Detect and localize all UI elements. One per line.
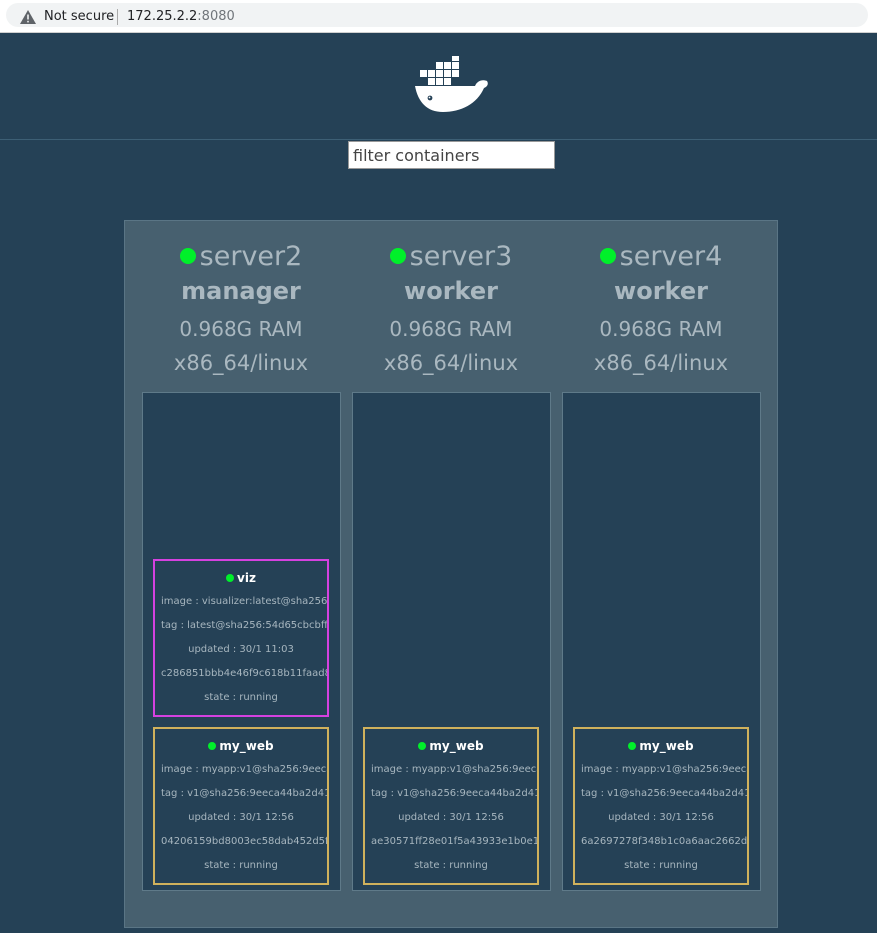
url-text[interactable]: 172.25.2.2:8080 <box>127 9 235 24</box>
task-state: state : running <box>414 860 488 871</box>
task-state: state : running <box>204 860 278 871</box>
task-card-my-web[interactable]: my_web image : myapp:v1@sha256:9eeca44ba… <box>153 727 329 885</box>
node-os: x86_64/linux <box>173 351 309 375</box>
task-card-my-web[interactable]: my_web image : myapp:v1@sha256:9eeca44ba… <box>573 727 749 885</box>
task-image: image : myapp:v1@sha256:9eeca44ba2d410e <box>581 764 747 775</box>
task-image: image : myapp:v1@sha256:9eeca44ba2d410e <box>371 764 537 775</box>
url-host: 172.25.2.2 <box>127 9 198 24</box>
docker-whale-logo <box>415 56 488 112</box>
task-status-dot <box>226 574 235 582</box>
node-name-row: server2 <box>136 239 346 273</box>
task-id: c286851bbb4e46f9c618b11faad83ca <box>161 668 327 679</box>
node-name: server4 <box>619 240 723 272</box>
task-state: state : running <box>204 692 278 703</box>
warning-icon[interactable] <box>20 10 36 24</box>
not-secure-label[interactable]: Not secure <box>44 9 115 24</box>
task-id: 04206159bd8003ec58dab452d5f4b <box>161 836 329 847</box>
url-port: :8080 <box>197 9 235 24</box>
task-name: viz <box>237 571 256 585</box>
node-body-server3: my_web image : myapp:v1@sha256:9eeca44ba… <box>352 392 551 891</box>
task-updated: updated : 30/1 12:56 <box>608 812 714 823</box>
browser-address-bar: Not secure 172.25.2.2:8080 <box>0 0 877 33</box>
task-name-row: my_web <box>575 739 747 753</box>
task-name-row: my_web <box>365 739 537 753</box>
node-os: x86_64/linux <box>383 351 519 375</box>
task-updated: updated : 30/1 12:56 <box>188 812 294 823</box>
task-name-row: viz <box>155 571 327 585</box>
node-name: server3 <box>409 240 513 272</box>
node-name-row: server4 <box>556 239 766 273</box>
task-tag: tag : v1@sha256:9eeca44ba2d410e5 <box>371 788 537 799</box>
task-name: my_web <box>219 739 274 753</box>
task-image: image : myapp:v1@sha256:9eeca44ba2d410e <box>161 764 327 775</box>
task-status-dot <box>208 742 217 750</box>
task-name: my_web <box>429 739 484 753</box>
task-id: 6a2697278f348b1c0a6aac2662d51e <box>581 836 749 847</box>
node-os: x86_64/linux <box>593 351 729 375</box>
task-name-row: my_web <box>155 739 327 753</box>
node-ram: 0.968G RAM <box>599 317 723 341</box>
node-role: manager <box>181 277 301 305</box>
task-tag: tag : v1@sha256:9eeca44ba2d410e5 <box>581 788 747 799</box>
task-updated: updated : 30/1 12:56 <box>398 812 504 823</box>
node-body-server2: viz image : visualizer:latest@sha256:54d… <box>142 392 341 891</box>
task-status-dot <box>418 742 427 750</box>
task-image: image : visualizer:latest@sha256:54d65cb… <box>161 596 328 607</box>
task-status-dot <box>628 742 637 750</box>
filter-containers-input[interactable] <box>348 141 555 169</box>
task-name: my_web <box>639 739 694 753</box>
node-name: server2 <box>199 240 303 272</box>
task-updated: updated : 30/1 11:03 <box>188 644 294 655</box>
node-name-row: server3 <box>346 239 556 273</box>
app-header <box>0 34 877 140</box>
node-status-dot <box>389 248 406 264</box>
node-ram: 0.968G RAM <box>389 317 513 341</box>
node-status-dot <box>599 248 616 264</box>
task-tag: tag : v1@sha256:9eeca44ba2d410e5 <box>161 788 327 799</box>
node-ram: 0.968G RAM <box>179 317 303 341</box>
task-card-viz[interactable]: viz image : visualizer:latest@sha256:54d… <box>153 559 329 717</box>
task-id: ae30571ff28e01f5a43933e1b0e18c5 <box>371 836 539 847</box>
task-tag: tag : latest@sha256:54d65cbcbff52ee <box>161 620 328 631</box>
node-body-server4: my_web image : myapp:v1@sha256:9eeca44ba… <box>562 392 761 891</box>
node-role: worker <box>614 277 708 305</box>
task-state: state : running <box>624 860 698 871</box>
cluster-panel: server2 manager 0.968G RAM x86_64/linux … <box>124 220 778 928</box>
task-card-my-web[interactable]: my_web image : myapp:v1@sha256:9eeca44ba… <box>363 727 539 885</box>
node-status-dot <box>179 248 196 264</box>
url-field[interactable]: Not secure 172.25.2.2:8080 <box>6 3 868 27</box>
url-separator <box>117 9 118 25</box>
node-role: worker <box>404 277 498 305</box>
